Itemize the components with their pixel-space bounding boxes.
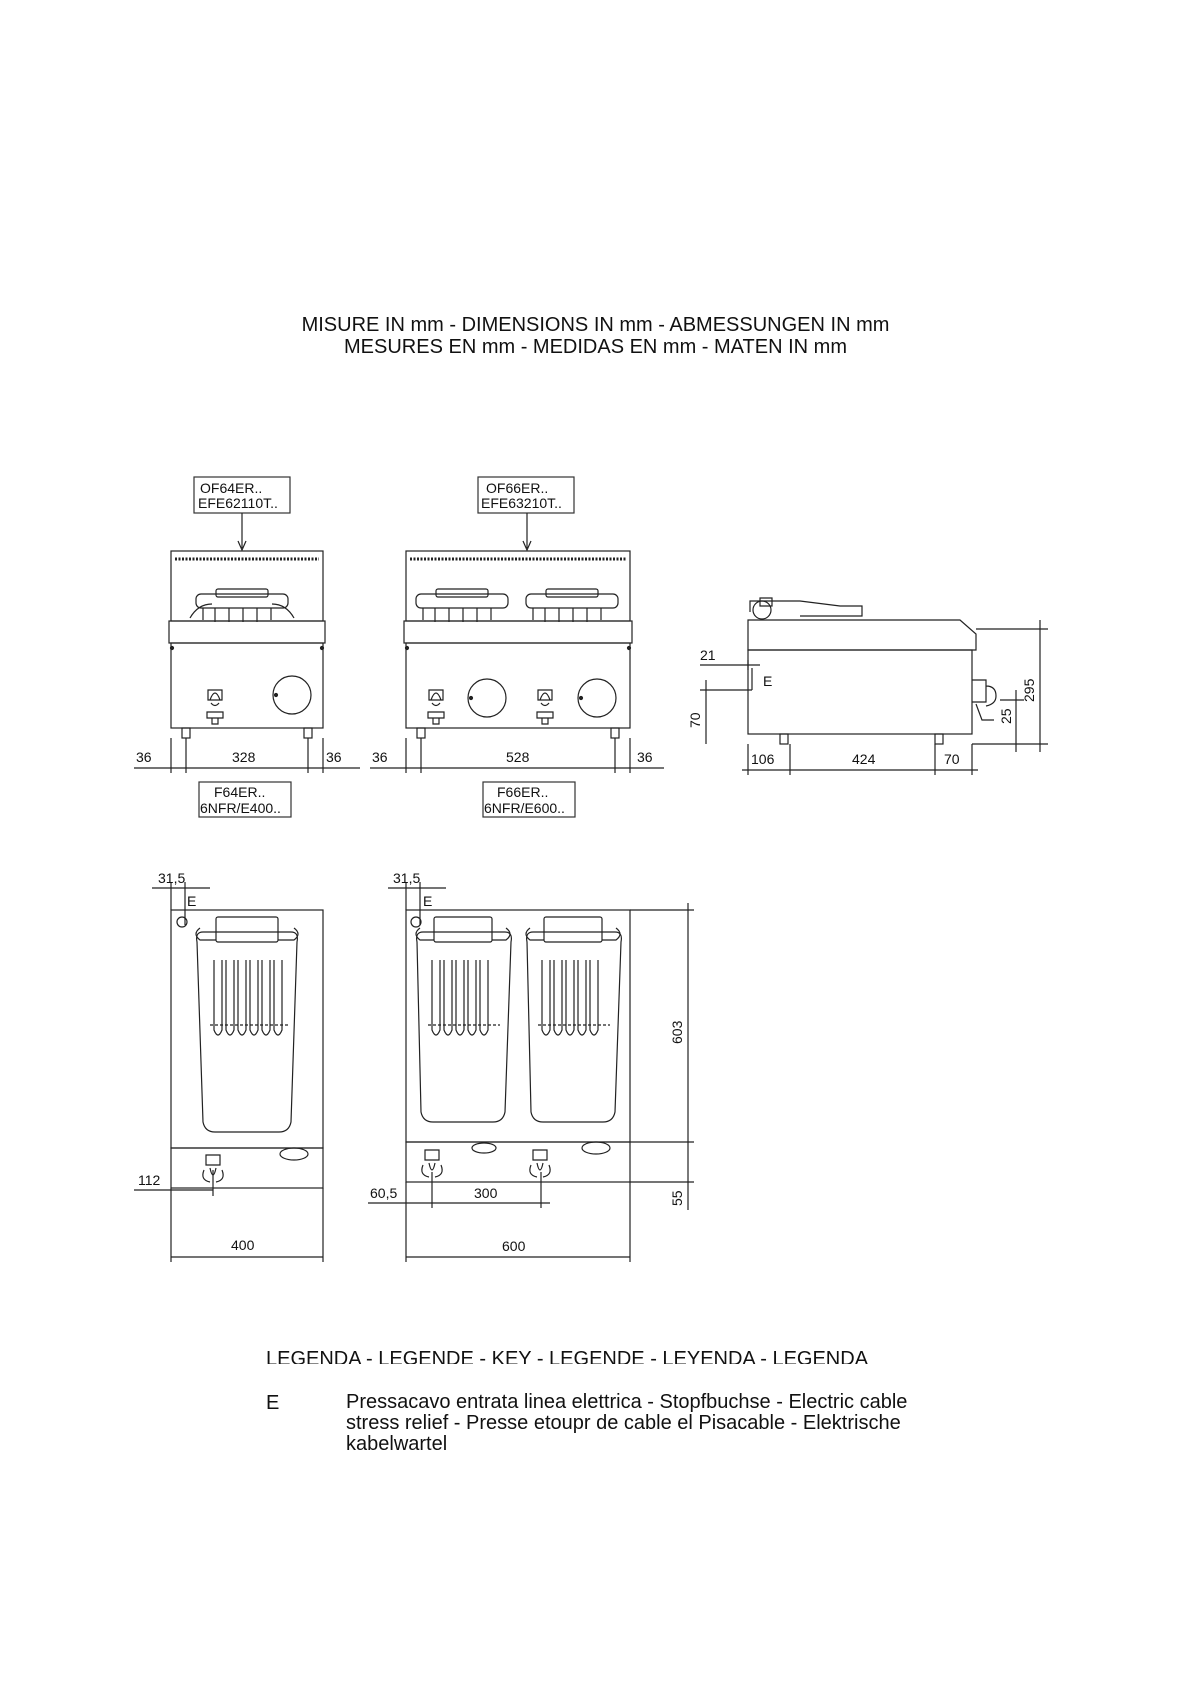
dim-right: 36 <box>326 749 342 765</box>
dim-side-left: 106 <box>751 751 775 767</box>
model-bottom-box <box>482 781 576 818</box>
model-bottom-line2: 6NFR/E600.. <box>484 800 565 816</box>
dim-right: 36 <box>637 749 653 765</box>
dim-top-width: 400 <box>231 1237 255 1253</box>
single-front-view: OF64ER.. EFE62110T.. 36 328 36 <box>134 476 360 818</box>
double-top-view: 31,5 E 60,5 300 600 <box>368 870 694 1262</box>
dim-left: 36 <box>372 749 388 765</box>
dim-side-height: 295 <box>1021 678 1037 702</box>
model-label-line1: OF66ER.. <box>486 480 548 496</box>
header-line-2: MESURES EN mm - MEDIDAS EN mm - MATEN IN… <box>344 336 847 358</box>
double-front-view: OF66ER.. EFE63210T.. 36 528 36 <box>370 476 664 818</box>
dim-left: 36 <box>136 749 152 765</box>
dim-side-depth: 424 <box>852 751 876 767</box>
dim-cable-offset: 21 <box>700 647 716 663</box>
dim-width: 528 <box>506 749 530 765</box>
dim-tap-depth: 55 <box>669 1190 685 1206</box>
top-e-label: E <box>423 893 432 909</box>
model-label-box <box>477 476 575 514</box>
dim-top-cable-offset: 31,5 <box>158 870 185 886</box>
dim-top-cable-offset: 31,5 <box>393 870 420 886</box>
model-label-line2: EFE63210T.. <box>481 495 562 511</box>
dim-side-right: 70 <box>944 751 960 767</box>
dim-top-depth: 603 <box>669 1020 685 1044</box>
dim-top-width: 600 <box>502 1238 526 1254</box>
header-line-1: MISURE IN mm - DIMENSIONS IN mm - ABMESS… <box>301 314 890 336</box>
model-bottom-line2: 6NFR/E400.. <box>200 800 281 816</box>
top-e-label: E <box>187 893 196 909</box>
side-e-label: E <box>763 673 772 689</box>
model-label-line1: OF64ER.. <box>200 480 262 496</box>
dim-tap-left: 60,5 <box>370 1185 397 1201</box>
model-label-line2: EFE62110T.. <box>198 495 278 511</box>
model-bottom-box <box>198 781 292 818</box>
model-bottom-line1: F66ER.. <box>497 784 548 800</box>
dim-tap-spacing: 300 <box>474 1185 498 1201</box>
legend-key: E <box>266 1392 280 1414</box>
dim-width: 328 <box>232 749 256 765</box>
single-top-view: 31,5 E 112 400 <box>134 870 324 1262</box>
dim-side-tap: 25 <box>998 708 1014 724</box>
legend-description: Pressacavo entrata linea elettrica - Sto… <box>346 1391 908 1455</box>
legend-title: LEGENDA - LEGENDE - KEY - LEGENDE - LEYE… <box>266 1348 869 1364</box>
side-view: E 21 70 106 424 70 295 25 <box>687 597 1048 775</box>
model-bottom-line1: F64ER.. <box>214 784 265 800</box>
dim-cable-height: 70 <box>687 712 703 728</box>
dim-top-tap: 112 <box>138 1172 161 1188</box>
